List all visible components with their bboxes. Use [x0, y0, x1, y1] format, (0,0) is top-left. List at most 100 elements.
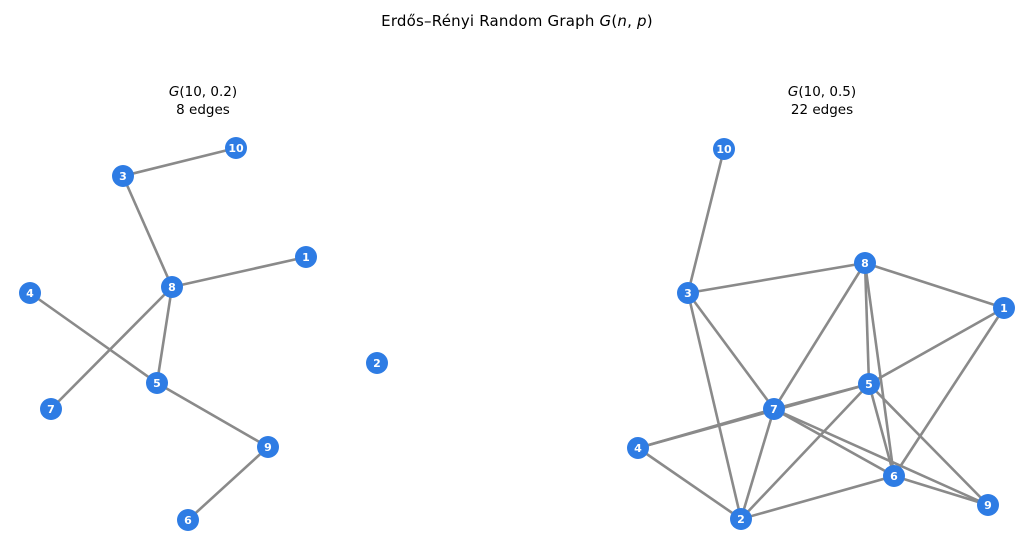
right-panel-title: G(10, 0.5) 22 edges: [702, 83, 942, 119]
figure-title-n: n: [617, 12, 628, 30]
right-graph-edge-7-4: [637, 407, 775, 450]
right-node-circle-4: [627, 437, 649, 459]
right-graph-edge-1-6: [892, 307, 1006, 477]
left-node-label-7: 7: [47, 403, 55, 416]
left-node-label-4: 4: [26, 287, 34, 300]
right-graph-edge-6-9: [893, 474, 989, 507]
left-node-label-10: 10: [228, 142, 244, 155]
left-graph-node-10: 10: [225, 137, 247, 159]
right-node-label-1: 1: [1000, 302, 1008, 315]
right-graph-edge-1-5: [868, 306, 1005, 386]
left-node-circle-3: [112, 165, 134, 187]
left-node-label-9: 9: [264, 441, 272, 454]
right-node-label-4: 4: [634, 442, 642, 455]
left-node-circle-8: [161, 276, 183, 298]
figure-title-p: p: [637, 12, 647, 30]
right-node-circle-2: [730, 508, 752, 530]
left-panel-title: G(10, 0.2) 8 edges: [83, 83, 323, 119]
right-node-circle-8: [854, 252, 876, 274]
left-graph-edge-8-1: [171, 255, 307, 289]
right-panel-formula: G(10, 0.5): [702, 83, 942, 101]
right-node-label-8: 8: [861, 257, 869, 270]
right-graph-edge-4-2: [637, 446, 742, 521]
figure-title-paren-close: ): [646, 12, 653, 30]
right-panel-args: (10, 0.5): [798, 84, 857, 100]
left-graph-edge-8-7: [50, 286, 173, 410]
right-panel-G: G: [787, 84, 799, 100]
right-graph-node-4: 4: [627, 437, 649, 459]
left-node-label-6: 6: [184, 514, 192, 527]
right-node-label-3: 3: [684, 287, 692, 300]
right-graph-edge-2-6: [740, 474, 895, 521]
left-panel-formula: G(10, 0.2): [83, 83, 323, 101]
left-node-circle-9: [257, 436, 279, 458]
figure-title-text: Erdős–Rényi Random Graph: [381, 12, 600, 30]
right-graph-node-9: 9: [977, 494, 999, 516]
left-panel-G: G: [168, 84, 180, 100]
right-graph-node-5: 5: [858, 373, 880, 395]
right-node-label-6: 6: [890, 470, 898, 483]
right-graph-edge-8-6: [863, 262, 896, 477]
left-panel-args: (10, 0.2): [179, 84, 238, 100]
right-graph-edge-10-3: [686, 148, 726, 294]
right-graph-edge-3-7: [686, 292, 776, 410]
right-graph-edge-8-5: [863, 262, 871, 385]
left-node-circle-7: [40, 398, 62, 420]
left-node-label-8: 8: [168, 281, 176, 294]
right-graph-node-6: 6: [883, 465, 905, 487]
right-graph-edge-7-6: [773, 407, 895, 478]
left-node-label-2: 2: [373, 357, 381, 370]
right-graph-edge-5-2: [740, 383, 870, 520]
right-panel-edge-count: 22 edges: [790, 102, 854, 118]
left-node-circle-10: [225, 137, 247, 159]
right-graph-edge-7-9: [773, 407, 989, 507]
left-graph-node-8: 8: [161, 276, 183, 298]
left-graph-node-4: 4: [19, 282, 41, 304]
right-node-label-10: 10: [716, 143, 732, 156]
left-node-circle-6: [177, 509, 199, 531]
right-graph-edge-3-8: [687, 261, 866, 295]
right-graph-node-7: 7: [763, 398, 785, 420]
figure-title: Erdős–Rényi Random Graph G(n, p): [0, 12, 1034, 30]
right-node-circle-6: [883, 465, 905, 487]
left-node-circle-5: [146, 372, 168, 394]
figure-title-comma: ,: [627, 12, 638, 30]
right-node-label-5: 5: [865, 378, 873, 391]
left-graph-node-6: 6: [177, 509, 199, 531]
left-graph-node-5: 5: [146, 372, 168, 394]
right-node-circle-7: [763, 398, 785, 420]
left-graph-node-3: 3: [112, 165, 134, 187]
left-graph-edge-9-6: [187, 446, 269, 521]
left-node-label-5: 5: [153, 377, 161, 390]
right-graph-edge-8-7: [772, 262, 867, 410]
right-node-circle-10: [713, 138, 735, 160]
figure-title-G: G: [599, 12, 612, 30]
right-node-label-2: 2: [737, 513, 745, 526]
right-graph-node-10: 10: [713, 138, 735, 160]
left-graph-node-9: 9: [257, 436, 279, 458]
right-graph-node-1: 1: [993, 297, 1015, 319]
left-node-circle-4: [19, 282, 41, 304]
right-node-label-9: 9: [984, 499, 992, 512]
left-graph-edge-8-5: [155, 286, 174, 384]
right-graph-node-8: 8: [854, 252, 876, 274]
right-node-circle-1: [993, 297, 1015, 319]
right-graph-node-3: 3: [677, 282, 699, 304]
right-graph-edge-8-1: [864, 261, 1005, 310]
right-node-circle-5: [858, 373, 880, 395]
right-graph-edge-3-2: [686, 292, 743, 520]
right-graph-node-2: 2: [730, 508, 752, 530]
right-graph-edge-5-9: [868, 383, 989, 506]
right-node-label-7: 7: [770, 403, 778, 416]
figure-title-paren-open: (: [611, 12, 618, 30]
left-graph-edge-3-8: [121, 175, 174, 288]
right-graph-edge-7-2: [739, 408, 776, 520]
left-node-label-3: 3: [119, 170, 127, 183]
right-node-circle-3: [677, 282, 699, 304]
right-node-circle-9: [977, 494, 999, 516]
left-graph-node-1: 1: [295, 246, 317, 268]
left-node-label-1: 1: [302, 251, 310, 264]
left-graph-edge-5-9: [156, 381, 269, 449]
left-panel-edge-count: 8 edges: [176, 102, 230, 118]
